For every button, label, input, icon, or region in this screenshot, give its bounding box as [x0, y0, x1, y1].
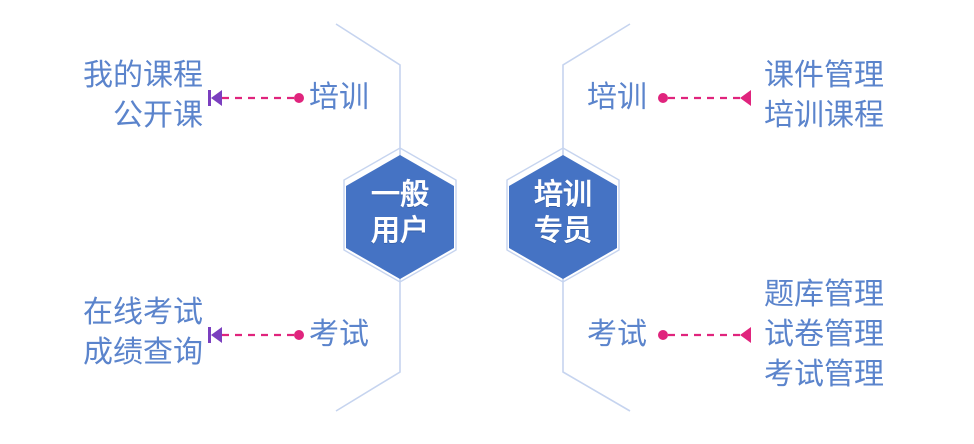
role-label-line1: 一般 — [370, 179, 429, 211]
list-item[interactable]: 题库管理 — [764, 278, 884, 311]
role-label-line2: 用户 — [370, 215, 429, 247]
inner-outline-hexagon-general-user — [343, 147, 457, 283]
item-list-general-user-training: 我的课程 公开课 — [0, 56, 203, 136]
list-item[interactable]: 试卷管理 — [764, 318, 884, 351]
list-item[interactable]: 课件管理 — [764, 59, 884, 92]
list-item[interactable]: 在线考试 — [83, 296, 203, 329]
branch-label-specialist-exam[interactable]: 考试 — [587, 318, 647, 351]
role-hexagon-training-specialist[interactable] — [509, 155, 617, 279]
list-item[interactable]: 考试管理 — [764, 358, 884, 391]
item-list-specialist-exam: 题库管理 试卷管理 考试管理 — [764, 275, 974, 395]
connector-specialist-exam — [658, 327, 751, 343]
role-hexagon-general-user-label: 一般 用户 — [346, 177, 454, 249]
inner-outline-hexagon-training-specialist — [506, 147, 620, 283]
list-item[interactable]: 公开课 — [113, 99, 203, 132]
branch-label-general-user-training[interactable]: 培训 — [309, 81, 369, 114]
item-list-specialist-training: 课件管理 培训课程 — [764, 56, 974, 136]
role-label-line1: 培训 — [533, 179, 592, 211]
connector-general-user-training — [208, 90, 304, 106]
list-item[interactable]: 我的课程 — [83, 59, 203, 92]
role-hexagon-general-user[interactable] — [346, 155, 454, 279]
list-item[interactable]: 成绩查询 — [83, 336, 203, 369]
item-list-general-user-exam: 在线考试 成绩查询 — [0, 293, 203, 373]
connector-specialist-training — [658, 90, 751, 106]
branch-label-general-user-exam[interactable]: 考试 — [309, 318, 369, 351]
list-item[interactable]: 培训课程 — [764, 99, 884, 132]
role-hexagon-training-specialist-label: 培训 专员 — [509, 177, 617, 249]
branch-label-specialist-training[interactable]: 培训 — [587, 81, 647, 114]
connector-general-user-exam — [208, 327, 304, 343]
role-label-line2: 专员 — [533, 215, 592, 247]
